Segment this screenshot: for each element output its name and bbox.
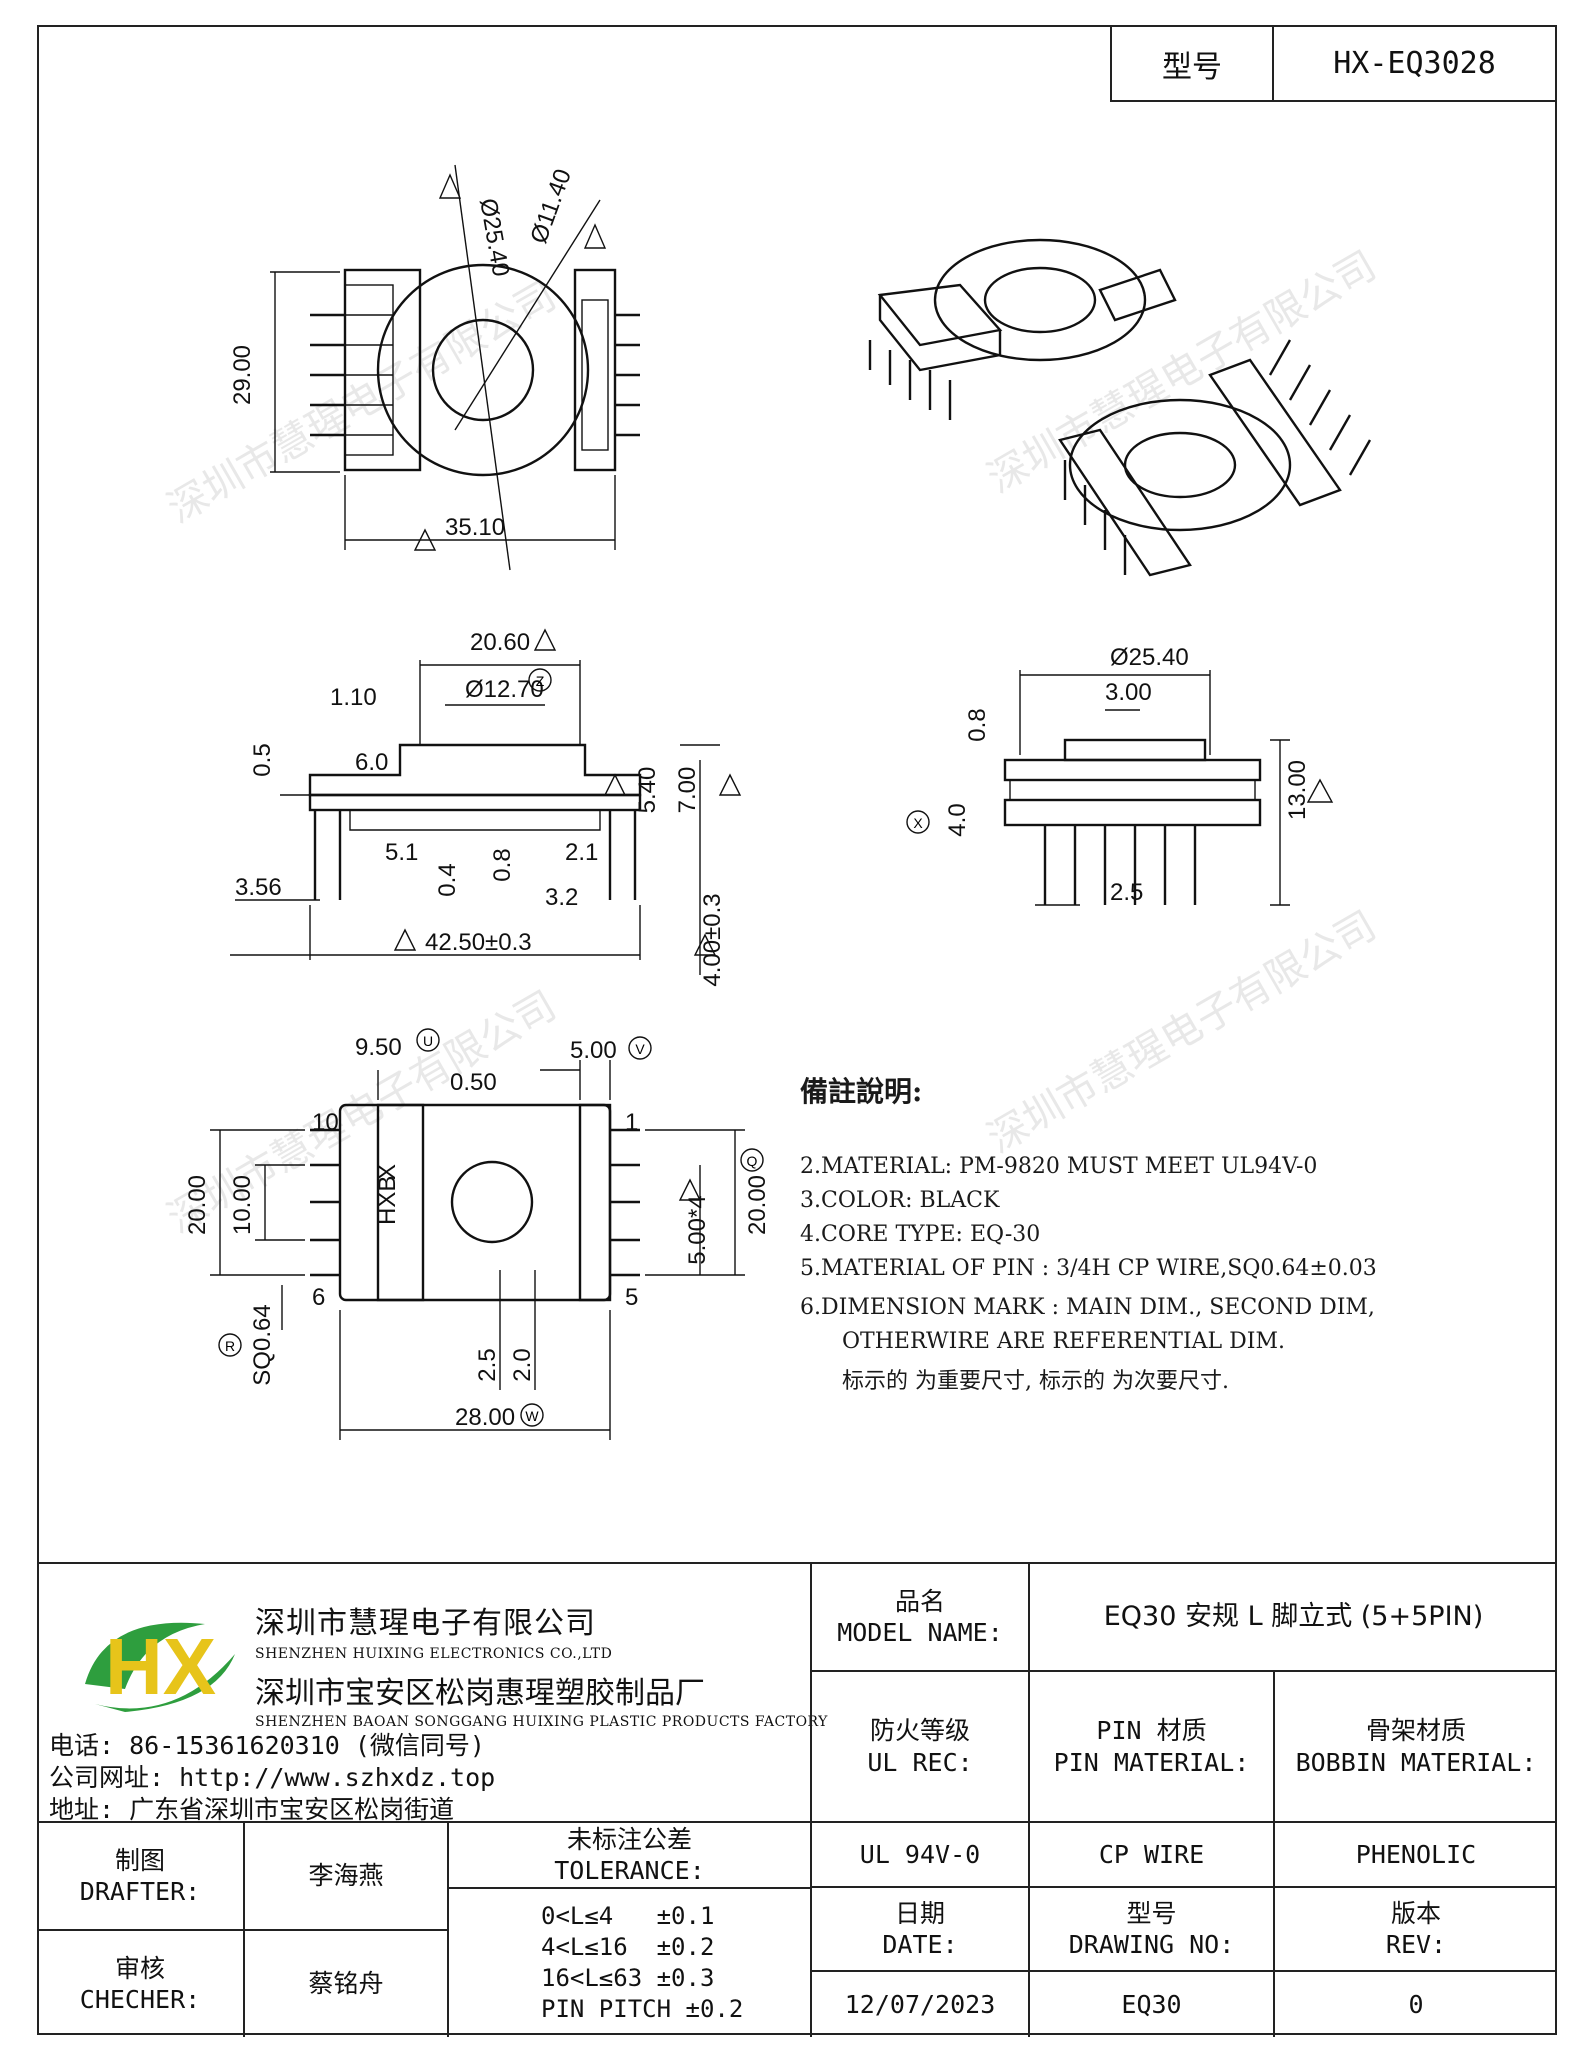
dim-d2: Ø11.40 [525, 166, 577, 248]
dim-w1: 20.60 [470, 629, 530, 656]
factory-name-en: SHENZHEN BAOAN SONGGANG HUIXING PLASTIC … [255, 1714, 828, 1730]
dimension-marker: W [525, 1408, 539, 1424]
model-value: HX-EQ3028 [1333, 46, 1496, 81]
company-logo-icon: HX [85, 1622, 235, 1712]
dim-w2: 1.10 [330, 684, 377, 711]
part-mark-2: X [374, 1164, 401, 1180]
note-line: OTHERWIRE ARE REFERENTIAL DIM. [842, 1329, 1285, 1354]
tolerance-table: 0<L≤4 ±0.1 4<L≤16 ±0.2 16<L≤63 ±0.3 PIN … [541, 1901, 744, 2024]
pin-10: 10 [312, 1109, 339, 1136]
note-line: 2.MATERIAL: PM-9820 MUST MEET UL94V-0 [800, 1154, 1318, 1179]
model-header: 型号 HX-EQ3028 [1110, 25, 1557, 102]
pin-material-value: CP WIRE [1098, 1839, 1205, 1869]
bobbin-material-value: PHENOLIC [1355, 1839, 1477, 1869]
note-line: 6.DIMENSION MARK : MAIN DIM., SECOND DIM… [800, 1295, 1375, 1320]
pin-5: 5 [625, 1284, 638, 1311]
dim-b-w6: 28.00 [455, 1404, 515, 1431]
dim-d: Ø12.70 [465, 676, 544, 703]
company-address: 地址: 广东省深圳市宝安区松岗街道 [49, 1795, 455, 1824]
dim-b-w3: 5.00 [570, 1037, 617, 1064]
title-block: HX 深圳市慧瑆电子有限公司 SHENZHEN HUIXING ELECTRON… [37, 1562, 1557, 2037]
dimension-marker: X [913, 815, 923, 831]
dim-height: 29.00 [229, 345, 256, 405]
drawing-frame [37, 25, 1557, 2035]
dim-b-h3: 20.00 [744, 1175, 771, 1235]
notes-section: 備註說明: 2.MATERIAL: PM-9820 MUST MEET UL94… [800, 1070, 1440, 1404]
dim-side-w2: 2.5 [1110, 879, 1143, 906]
drafter-name: 李海燕 [308, 1861, 384, 1891]
isometric-views [868, 238, 1372, 577]
dim-side-d: Ø25.40 [1110, 644, 1189, 671]
dim-width: 35.10 [445, 514, 505, 541]
logo-letters: HX [105, 1622, 216, 1711]
company-phone: 电话: 86-15361620310 (微信同号) [49, 1731, 485, 1760]
bottom-view: 9.50 0.50 5.00 10 1 6 5 20.00 10.00 20.0… [184, 668, 771, 1440]
technical-drawing: 29.00 35.10 Ø25.40 Ø11.40 [184, 164, 1372, 1440]
dim-w10: 42.50±0.3 [425, 929, 532, 956]
notes-heading: 備註說明: [800, 1075, 923, 1108]
dim-b-sq: SQ0.64 [249, 1304, 276, 1385]
dim-side-h3: 13.00 [1284, 760, 1311, 820]
dim-w4: 5.1 [385, 839, 418, 866]
dimension-marker: Z [536, 673, 545, 689]
checker-name: 蔡铭舟 [308, 1969, 384, 1999]
company-website: 公司网址: http://www.szhxdz.top [49, 1763, 496, 1792]
dimension-marker: Q [747, 1153, 758, 1169]
part-mark-1: HXB [374, 1176, 401, 1225]
top-view: 29.00 35.10 Ø25.40 Ø11.40 [229, 164, 640, 571]
dim-h2: 5.40 [634, 767, 661, 814]
company-name-cn: 深圳市慧瑆电子有限公司 [255, 1606, 596, 1641]
dim-b-w2: 0.50 [450, 1069, 497, 1096]
front-view: 20.60 1.10 Ø12.70 0.5 6.0 5.40 7.00 5.1 … [230, 628, 742, 987]
dim-w7: 2.1 [565, 839, 598, 866]
dim-b-w5: 2.0 [509, 1348, 536, 1381]
dim-b-w1: 9.50 [355, 1034, 402, 1061]
dim-b-h1: 20.00 [184, 1175, 211, 1235]
model-label: 型号 [1112, 27, 1274, 100]
dim-w6: 0.4 [434, 863, 461, 896]
pin-6: 6 [312, 1284, 325, 1311]
factory-name-cn: 深圳市宝安区松岗惠瑆塑胶制品厂 [255, 1676, 705, 1711]
dim-side-h2: 4.0 [944, 803, 971, 836]
dim-d1: Ø25.40 [474, 196, 514, 278]
dim-h1: 0.5 [249, 743, 276, 776]
note-line: 5.MATERIAL OF PIN : 3/4H CP WIRE,SQ0.64±… [800, 1256, 1377, 1281]
dim-w5: 0.8 [489, 848, 516, 881]
dim-w3: 6.0 [355, 749, 388, 776]
note-line: 标示的 为重要尺寸, 标示的 为次要尺寸. [842, 1369, 1229, 1394]
dim-b-h4: 5.00*4 [684, 1195, 711, 1264]
dim-b-h2: 10.00 [229, 1175, 256, 1235]
company-name-en: SHENZHEN HUIXING ELECTRONICS CO.,LTD [255, 1646, 613, 1662]
side-view: Ø25.40 3.00 0.8 4.0 13.00 2.5 [906, 644, 1334, 906]
note-line: 4.CORE TYPE: EQ-30 [800, 1222, 1041, 1247]
dim-w8: 3.2 [545, 884, 578, 911]
revision-value: 0 [1408, 1989, 1424, 2019]
note-line: 3.COLOR: BLACK [800, 1188, 1000, 1213]
dim-side-h1: 0.8 [964, 708, 991, 741]
product-value: EQ30 安规 L 脚立式 (5+5PIN) [1103, 1601, 1484, 1633]
date-value: 12/07/2023 [844, 1989, 996, 2019]
dimension-marker: R [225, 1338, 235, 1354]
dim-w9: 3.56 [235, 874, 282, 901]
dim-h4: 4.00±0.3 [699, 893, 726, 986]
dimension-marker: V [635, 1041, 645, 1057]
dimension-marker: U [423, 1033, 433, 1049]
ul-value: UL 94V-0 [859, 1839, 981, 1869]
drawing-no-value: EQ30 [1121, 1989, 1182, 2019]
dim-h3: 7.00 [674, 767, 701, 814]
pin-1: 1 [625, 1109, 638, 1136]
dim-side-w1: 3.00 [1105, 679, 1152, 706]
dim-b-w4: 2.5 [474, 1348, 501, 1381]
